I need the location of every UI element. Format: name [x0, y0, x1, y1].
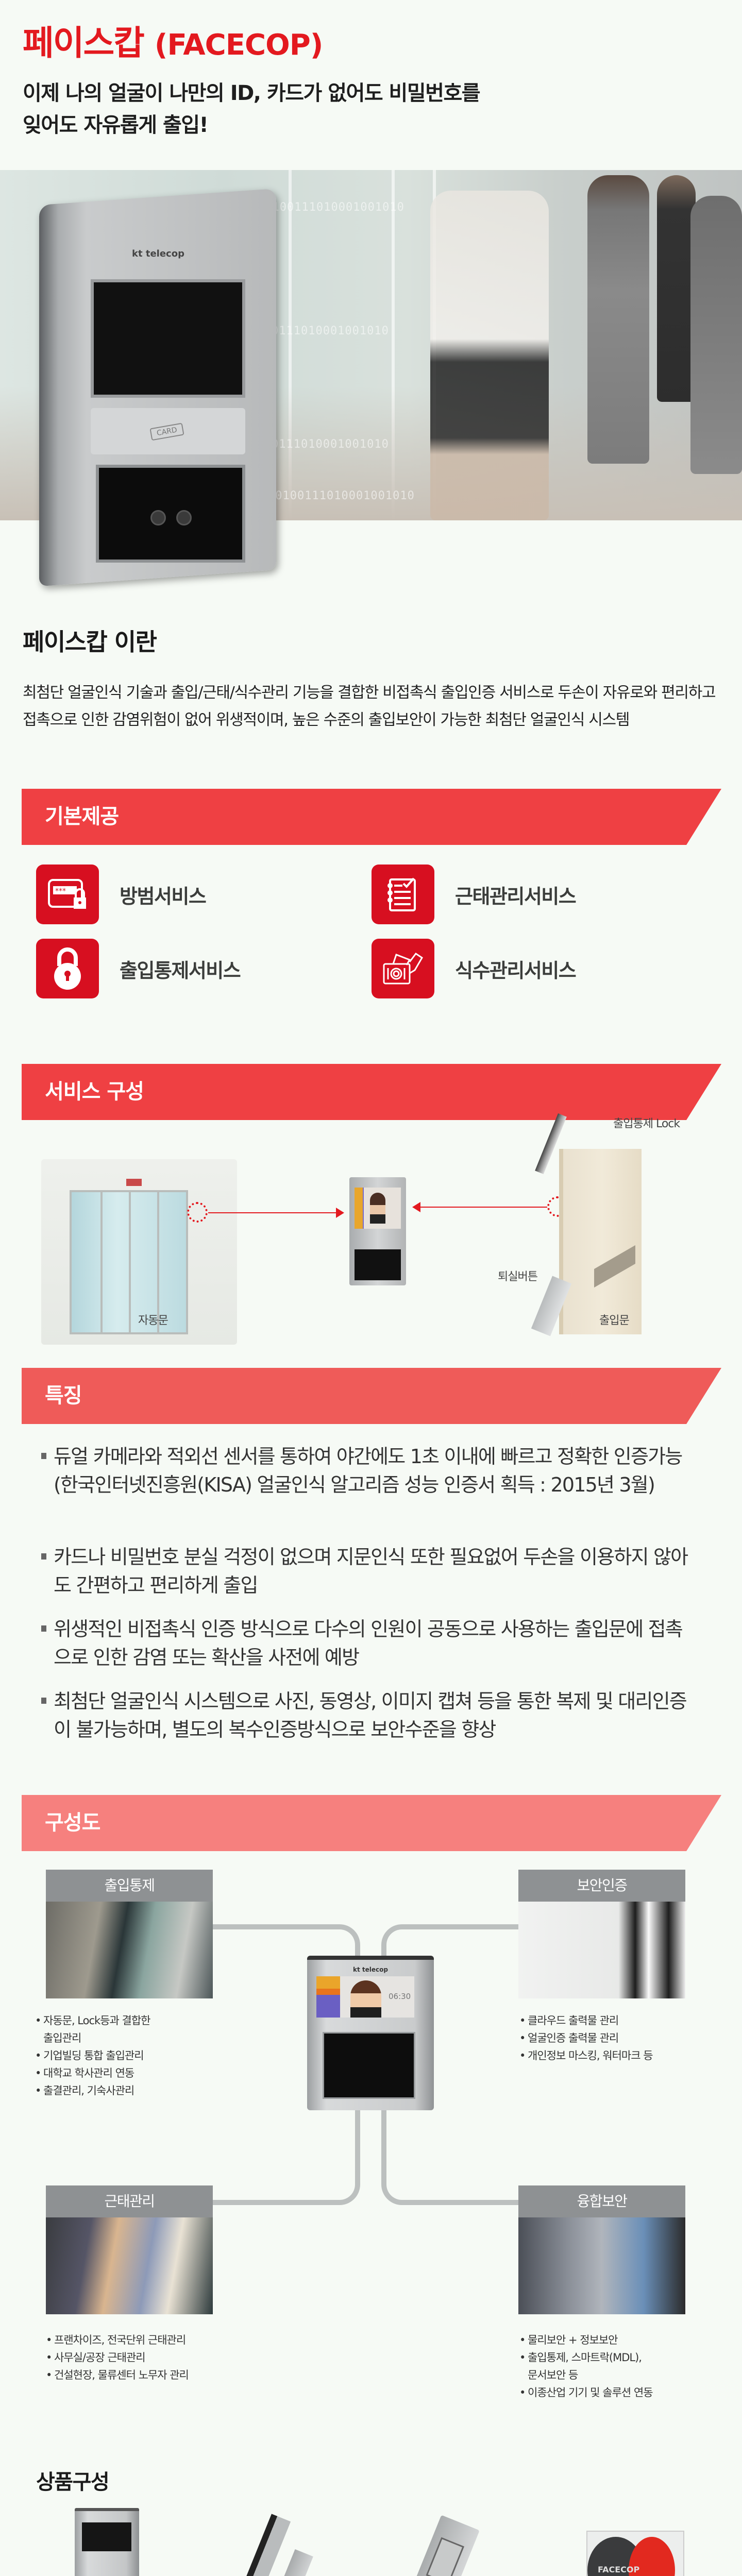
person-figure: [430, 191, 549, 520]
lock-label: 출입통제 Lock: [613, 1117, 680, 1130]
feature-item: 듀얼 카메라와 적외선 센서를 통하여 야간에도 1초 이내에 빠르고 정확한 …: [54, 1445, 683, 1496]
device-screen: [355, 1188, 401, 1229]
face-recognition-device: kt telecop CARD: [39, 188, 276, 587]
checklist-icon: [372, 865, 434, 924]
about-text: 최첨단 얼굴인식 기술과 출입/근태/식수관리 기능을 결합한 비접촉식 출입인…: [23, 684, 716, 729]
product-magnetic-lock: [234, 2514, 291, 2576]
box-photo: [518, 2217, 685, 2314]
camera-panel: [323, 2032, 415, 2099]
box-list-converged-security: 물리보안 + 정보보안 출입통제, 스마트락(MDL), 문서보안 등 이종산업…: [519, 2331, 653, 2401]
box-photo: [46, 2217, 213, 2314]
dual-camera: [96, 465, 245, 563]
svg-text:***: ***: [55, 887, 66, 895]
exit-button-label: 퇴실버튼: [498, 1270, 538, 1283]
arrow-line-right: [420, 1207, 547, 1208]
entrance-door-label: 출입문: [599, 1314, 630, 1327]
device-logo: kt telecop: [132, 248, 184, 259]
service-label: 근태관리서비스: [455, 885, 577, 908]
device-screen: 06:30: [316, 1976, 414, 2018]
feature-item: 카드나 비밀번호 분실 걱정이 없으며 지문인식 또한 필요없어 두손을 이용하…: [54, 1546, 688, 1597]
device-screen: [82, 2522, 131, 2551]
product-software-cd: FACECOP: [586, 2531, 684, 2576]
page-subtitle: 이제 나의 얼굴이 나만의 ID, 카드가 없어도 비밀번호를 잊어도 자유롭게…: [23, 77, 693, 141]
clock-display: 06:30: [389, 1992, 411, 2001]
entrance-door-illustration: [559, 1149, 642, 1334]
box-title: 보안인증: [518, 1870, 685, 1902]
button-face: [426, 2537, 464, 2576]
sensor-marker-left: [187, 1202, 208, 1223]
person-figure: [657, 175, 696, 402]
face-photo: [350, 1980, 381, 2018]
product-face-terminal: [75, 2508, 139, 2576]
binary-overlay: 10100111010001001010: [258, 201, 404, 214]
feature-item: 위생적인 비접촉식 인증 방식으로 다수의 인원이 공동으로 사용하는 출입문에…: [54, 1618, 683, 1669]
service-label: 방범서비스: [120, 885, 207, 908]
service-item-attendance: 근태관리서비스: [372, 865, 577, 924]
section-banner-basic: 기본제공: [22, 789, 721, 845]
service-item-access-control: 출입통제서비스: [36, 939, 241, 998]
service-item-meal: 식수관리서비스: [372, 939, 577, 998]
card-icon: CARD: [149, 422, 184, 441]
arrow-right-icon: [336, 1208, 344, 1218]
meal-card-icon: [372, 939, 434, 998]
bullet-icon: [41, 1553, 46, 1560]
feature-item: 최첨단 얼굴인식 시스템으로 사진, 동영상, 이미지 캡쳐 등을 통한 복제 …: [54, 1690, 687, 1741]
binary-overlay: 10100111010001001010: [268, 489, 415, 502]
connector-line: [381, 2107, 519, 2205]
product-exit-button: EXIT: [407, 2515, 480, 2576]
device-screen: [91, 279, 245, 398]
box-title: 출입통제: [46, 1870, 213, 1902]
box-title: 융합보안: [518, 2185, 685, 2217]
arrow-line-left: [208, 1212, 336, 1213]
cd-label: FACECOP: [598, 2565, 640, 2574]
subtitle-line-1: 이제 나의 얼굴이 나만의 ID, 카드가 없어도 비밀번호를: [23, 81, 481, 105]
title-english: (FACECOP): [154, 28, 323, 62]
page-title: 페이스캅 (FACECOP): [23, 15, 323, 65]
face-photo: [370, 1193, 385, 1224]
password-lock-icon: ***: [36, 865, 99, 924]
subtitle-line-2: 잊어도 자유롭게 출입!: [23, 113, 209, 137]
section-banner-features: 특징: [22, 1368, 721, 1424]
bullet-icon: [41, 1453, 46, 1459]
service-item-crime-prevention: *** 방범서비스: [36, 865, 207, 924]
box-list-access: 자동문, Lock등과 결합한 출입관리 기업빌딩 통합 출입관리 대학교 학사…: [35, 2012, 150, 2099]
section-banner-service: 서비스 구성: [22, 1064, 721, 1120]
camera-lens-icon: [150, 510, 166, 526]
person-figure: [587, 175, 649, 464]
box-photo: [46, 1902, 213, 1998]
composition-box-attendance: 근태관리: [46, 2185, 213, 2314]
padlock-icon: [36, 939, 99, 998]
camera-panel: [355, 1249, 401, 1280]
composition-box-access: 출입통제: [46, 1870, 213, 1998]
products-title: 상품구성: [36, 2470, 110, 2494]
composition-box-security-auth: 보안인증: [518, 1870, 685, 1998]
bullet-icon: [41, 1625, 46, 1632]
bullet-icon: [41, 1698, 46, 1704]
center-face-device: kt telecop 06:30: [307, 1956, 434, 2110]
box-list-attendance: 프랜차이즈, 전국단위 근태관리 사무실/공장 근태관리 건설현장, 물류센터 …: [46, 2331, 189, 2384]
box-photo: [518, 1902, 685, 1998]
arrow-left-icon: [412, 1202, 420, 1212]
composition-box-converged-security: 융합보안: [518, 2185, 685, 2314]
card-reader: CARD: [91, 408, 245, 454]
menu-panel: [316, 1976, 340, 2018]
glass-panel: [392, 170, 395, 520]
glass-panel: [289, 170, 292, 520]
section-banner-composition: 구성도: [22, 1795, 721, 1851]
service-label: 식수관리서비스: [455, 959, 577, 982]
box-title: 근태관리: [46, 2185, 213, 2217]
box-list-security-auth: 클라우드 출력물 관리 얼굴인증 출력물 관리 개인정보 마스킹, 워터마크 등: [519, 2012, 653, 2064]
connector-line: [212, 2107, 360, 2205]
center-device: [349, 1177, 406, 1285]
title-korean: 페이스캅: [23, 23, 145, 63]
device-logo: kt telecop: [353, 1966, 388, 1973]
person-figure: [690, 196, 742, 474]
about-title: 페이스캅 이란: [23, 628, 157, 656]
auto-door-illustration: [41, 1159, 237, 1345]
auto-door-label: 자동문: [138, 1314, 168, 1327]
camera-lens-icon: [176, 510, 192, 526]
service-label: 출입통제서비스: [120, 959, 241, 982]
